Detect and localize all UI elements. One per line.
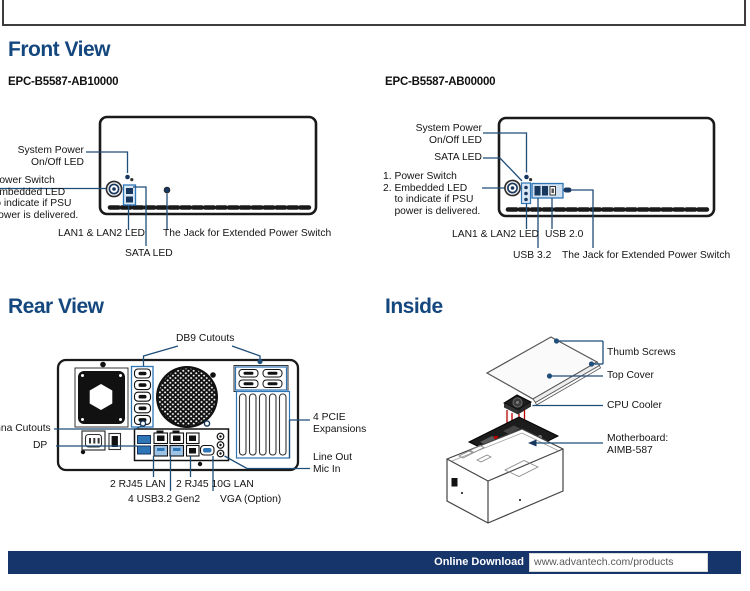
top-cover — [485, 336, 602, 406]
system-fan — [156, 366, 218, 428]
power-button-icon — [504, 179, 521, 197]
label-rj45-lan: 2 RJ45 LAN — [110, 479, 166, 490]
extended-power-jack-icon — [163, 186, 171, 194]
label-rj45-10g-lan: 2 RJ45 10G LAN — [176, 479, 254, 490]
previous-section-box — [2, 0, 746, 26]
motherboard — [467, 416, 560, 462]
inside-heading: Inside — [385, 295, 443, 318]
model-name-ab10000: EPC-B5587-AB10000 — [8, 76, 119, 88]
label-lan-led: LAN1 & LAN2 LED — [58, 228, 145, 239]
label-pcie-expansions: 4 PCIE Expansions — [313, 412, 367, 435]
pcie-slots — [235, 390, 291, 459]
lan-usb-ports — [153, 430, 200, 457]
db9-cutout-column — [130, 365, 154, 428]
label-motherboard: Motherboard: AIMB-587 — [607, 433, 669, 456]
callout-dot — [257, 358, 263, 365]
power-button-icon — [105, 180, 123, 198]
label-extended-power-jack: The Jack for Extended Power Switch — [562, 250, 731, 261]
inside-exploded-diagram — [446, 336, 604, 524]
label-usb32-gen2: 4 USB3.2 Gen2 — [128, 494, 201, 505]
label-db9-cutouts: DB9 Cutouts — [176, 333, 235, 344]
label-antenna-cutouts: Antenna Cutouts — [0, 423, 51, 434]
callout-lines — [54, 345, 310, 491]
power-led-icon — [125, 174, 130, 180]
chassis-connector — [451, 478, 458, 487]
sata-led-icon — [130, 178, 134, 182]
lan-led-block — [122, 184, 137, 206]
sata-led-icon — [529, 178, 533, 182]
power-switch-rocker — [108, 432, 122, 451]
extended-power-jack-icon — [563, 187, 572, 193]
rear-panel-diagram — [54, 345, 310, 491]
cooler-screws-red — [506, 410, 526, 446]
label-top-cover: Top Cover — [607, 370, 654, 381]
antenna-hole-icon — [203, 420, 211, 427]
callout-lines — [532, 340, 604, 444]
antenna-hole-icon — [139, 420, 147, 427]
label-lan-led: LAN1 & LAN2 LED — [452, 229, 539, 240]
model-name-ab00000: EPC-B5587-AB00000 — [385, 76, 496, 88]
label-extended-power-jack: The Jack for Extended Power Switch — [163, 228, 332, 239]
label-system-power-led: System Power On/Off LED — [415, 123, 482, 146]
callout-arrow — [528, 439, 537, 447]
label-dp: DP — [33, 440, 48, 451]
footer-url-box — [528, 552, 709, 573]
label-line-out-mic-in: Line Out Mic In — [313, 452, 352, 475]
footer-url-link[interactable]: www.advantech.com/products — [534, 556, 674, 568]
thumb-screw-icon — [553, 338, 560, 344]
label-cpu-cooler: CPU Cooler — [607, 400, 662, 411]
screws — [80, 361, 216, 467]
label-vga-option: VGA (Option) — [220, 494, 282, 505]
psu-fan — [74, 367, 129, 428]
ac-inlet — [81, 430, 106, 451]
rear-view-heading: Rear View — [8, 295, 104, 318]
label-sata-led: SATA LED — [125, 248, 173, 259]
dp-port-icon — [137, 445, 151, 455]
label-usb2: USB 2.0 — [545, 229, 584, 240]
online-download-badge: Online Download — [434, 556, 524, 568]
io-plate — [133, 420, 230, 462]
front-view-heading: Front View — [8, 38, 110, 61]
label-sata-led: SATA LED — [434, 152, 482, 163]
vga-port-icon — [199, 444, 215, 456]
cpu-cooler — [502, 394, 533, 415]
label-power-switch: 1. Power Switch 2. Embedded LED to indic… — [0, 175, 79, 221]
label-system-power-led: System Power On/Off LED — [17, 145, 84, 168]
audio-jacks — [216, 432, 225, 458]
label-power-switch: 1. Power Switch 2. Embedded LED to indic… — [383, 171, 481, 217]
thumb-screw-icon — [588, 361, 595, 367]
callout-dot — [546, 373, 553, 379]
usb-ports-block — [531, 182, 564, 199]
lan-led-block — [520, 182, 532, 205]
label-thumb-screws: Thumb Screws — [607, 347, 676, 358]
label-usb32: USB 3.2 — [513, 250, 552, 261]
power-led-icon — [524, 174, 529, 180]
dp-port-icon — [137, 435, 151, 444]
db9-cutout-block — [233, 365, 289, 392]
chassis-box — [446, 428, 564, 524]
